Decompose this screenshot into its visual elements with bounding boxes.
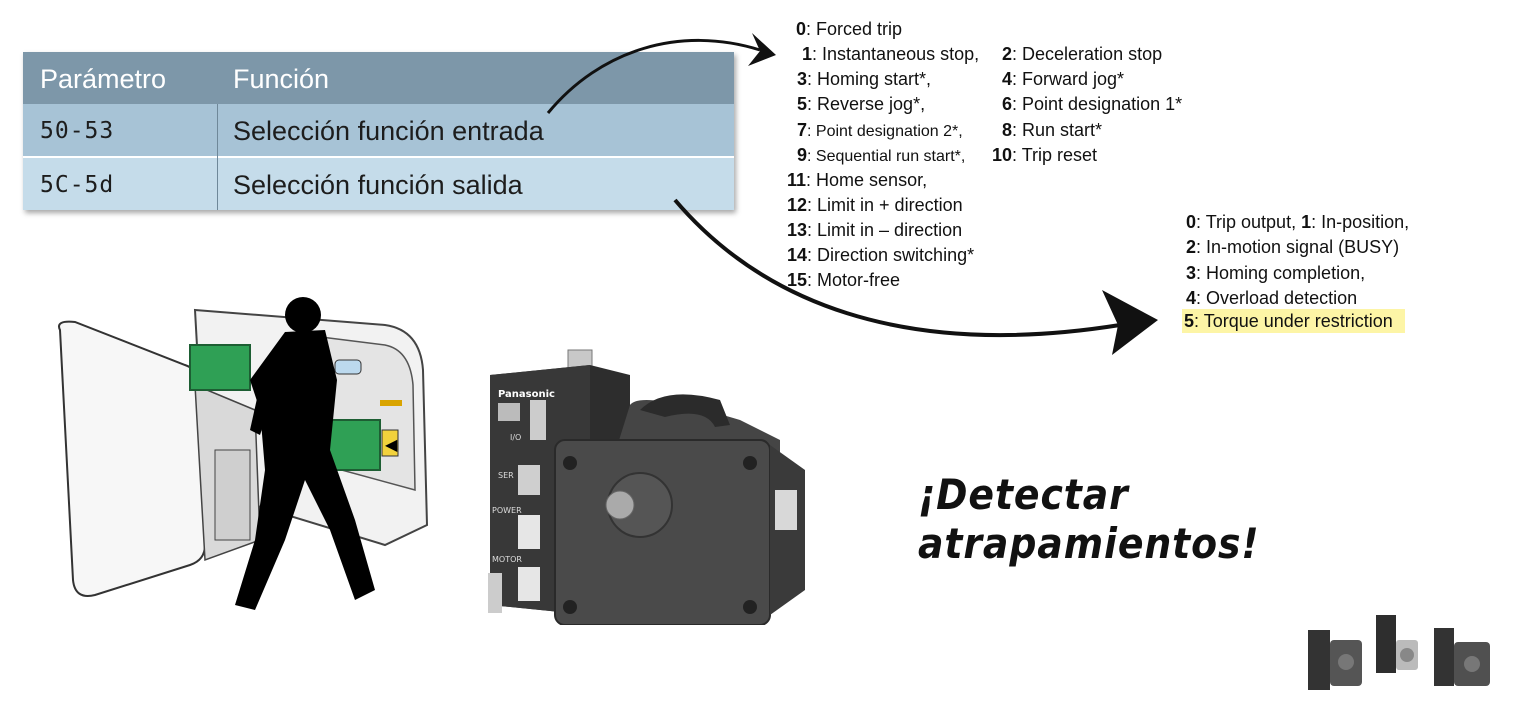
input-option-1: 1: Instantaneous stop, — [802, 44, 980, 64]
input-option-7: 7: Point designation 2*, — [797, 120, 963, 140]
arrow-to-inputs — [546, 38, 761, 114]
svg-text:I/O: I/O — [510, 433, 521, 442]
param-function: Selección función entrada — [233, 116, 544, 146]
table-row: 50-53 Selección función entrada — [23, 104, 734, 156]
input-option-0: 0: Forced trip — [796, 19, 903, 39]
input-option-10: 10: Trip reset — [992, 145, 1098, 165]
param-function: Selección función salida — [233, 170, 523, 200]
param-code: 5C-5d — [40, 172, 115, 198]
table-row: 5C-5d Selección función salida — [23, 158, 734, 210]
input-option-8: 8: Run start* — [1002, 120, 1103, 140]
motor-driver-icon: Panasonic I/O SER POWER MOTOR — [488, 349, 805, 625]
input-option-4: 4: Forward jog* — [1002, 69, 1125, 89]
slogan: ¡Detectar atrapamientos! — [918, 470, 1260, 568]
param-code: 50-53 — [40, 118, 115, 144]
output-option-5: 5: Torque under restriction — [1182, 309, 1405, 333]
input-option-13: 13: Limit in – direction — [787, 220, 963, 240]
output-option-3: 3: Homing completion, — [1186, 263, 1366, 283]
svg-text:POWER: POWER — [492, 506, 522, 515]
input-option-6: 6: Point designation 1* — [1002, 94, 1183, 114]
turnstile-gate-icon: ◀ — [58, 297, 429, 610]
svg-text:◀: ◀ — [385, 435, 398, 454]
arrow-to-outputs — [673, 198, 1121, 337]
input-option-14: 14: Direction switching* — [787, 245, 975, 265]
input-option-2: 2: Deceleration stop — [1002, 44, 1163, 64]
input-option-15: 15: Motor-free — [787, 270, 901, 290]
input-option-12: 12: Limit in + direction — [787, 195, 963, 215]
arrow-head-icon — [1102, 290, 1158, 355]
svg-text:SER: SER — [498, 471, 514, 480]
output-option-0: 0: Trip output, 1: In-position, — [1186, 212, 1410, 232]
highlight-marker: 5: Torque under restriction — [1182, 309, 1405, 333]
header-parametro: Parámetro — [40, 64, 167, 94]
svg-text:MOTOR: MOTOR — [492, 555, 522, 564]
output-option-4: 4: Overload detection — [1186, 288, 1358, 308]
output-option-2: 2: In-motion signal (BUSY) — [1186, 237, 1400, 257]
product-thumbnails-icon — [1308, 615, 1490, 690]
brand-label: Panasonic — [498, 389, 555, 400]
input-option-11: 11: Home sensor, — [787, 170, 928, 190]
header-funcion: Función — [233, 64, 330, 94]
arrow-head-icon — [748, 33, 776, 66]
input-option-5: 5: Reverse jog*, — [797, 94, 926, 114]
input-option-3: 3: Homing start*, — [797, 69, 932, 89]
input-option-9: 9: Sequential run start*, — [797, 145, 966, 165]
